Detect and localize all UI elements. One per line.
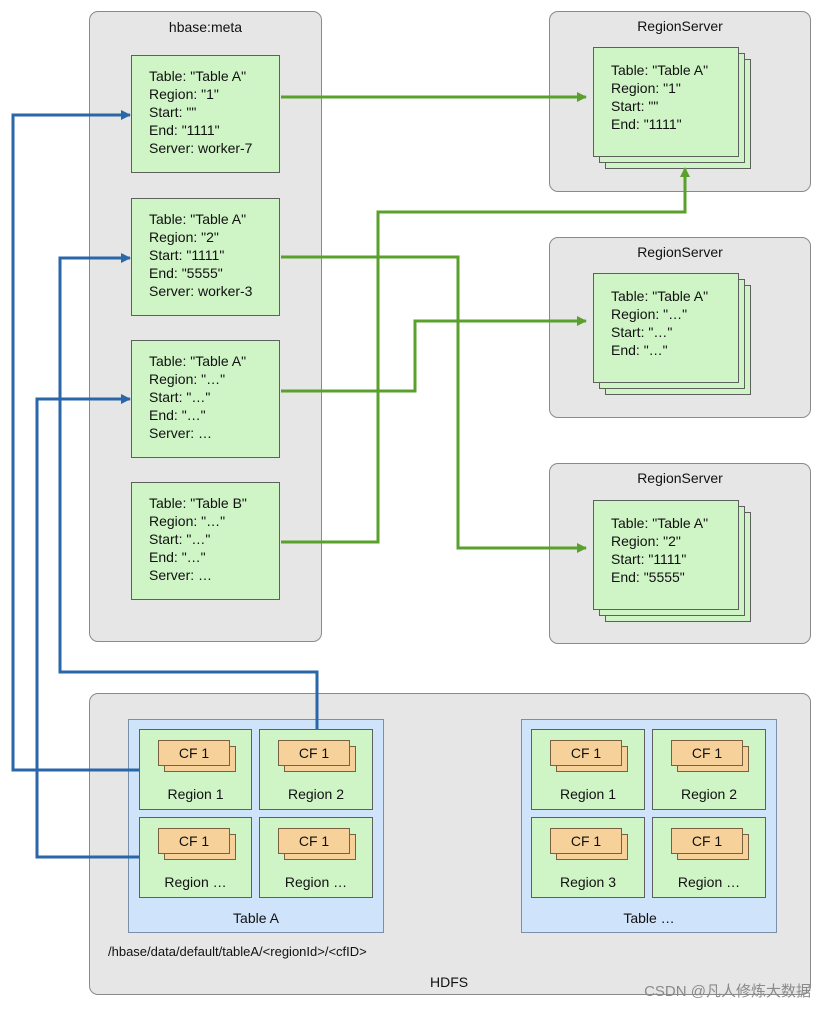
rs-region: Region: "1" <box>611 80 681 96</box>
region-server-2-regions: Table: "Table A" Region: "…" Start: "…" … <box>593 273 763 397</box>
meta-entry-4: Table: "Table B" Region: "…" Start: "…" … <box>131 482 280 600</box>
meta-entry-start: Start: "1111" <box>149 247 225 263</box>
hdfs-path: /hbase/data/default/tableA/<regionId>/<c… <box>108 944 367 959</box>
hdfs-region-cell: CF 1 Region 2 <box>652 729 766 810</box>
meta-entry-end: End: "…" <box>149 407 206 423</box>
cf-label: CF 1 <box>178 745 210 761</box>
rs-table: Table: "Table A" <box>611 62 709 78</box>
arrow-meta2-to-rs3 <box>281 255 587 553</box>
cf-stack: CF 1 <box>278 828 360 860</box>
region-label: Region 2 <box>680 786 738 802</box>
arrow-meta4-to-rs1 <box>281 167 690 544</box>
arrow-hdfs-region1-to-meta1 <box>11 110 139 772</box>
meta-entry-2: Table: "Table A" Region: "2" Start: "111… <box>131 198 280 316</box>
rs-start: Start: "…" <box>611 324 673 340</box>
cf-label: CF 1 <box>691 833 723 849</box>
region-label: Region … <box>164 874 227 890</box>
region-label: Region 1 <box>559 786 617 802</box>
table-label: Table … <box>623 910 675 926</box>
rs-table: Table: "Table A" <box>611 288 709 304</box>
cf-label: CF 1 <box>298 833 330 849</box>
region-server-1-regions: Table: "Table A" Region: "1" Start: "" E… <box>593 47 763 171</box>
region-label: Region … <box>677 874 741 890</box>
meta-entry-end: End: "5555" <box>149 265 223 281</box>
hdfs-region-cell: CF 1 Region … <box>652 817 766 898</box>
cf-stack: CF 1 <box>671 740 753 772</box>
meta-entry-table: Table: "Table A" <box>149 353 247 369</box>
meta-entry-region: Region: "…" <box>149 513 226 529</box>
region-sheet <box>593 47 739 157</box>
hdfs-region-cell: CF 1 Region 1 <box>531 729 645 810</box>
meta-entry-3: Table: "Table A" Region: "…" Start: "…" … <box>131 340 280 458</box>
cf-label: CF 1 <box>570 833 602 849</box>
hdfs-region-cell: CF 1 Region 1 <box>139 729 252 810</box>
meta-entry-end: End: "…" <box>149 549 206 565</box>
meta-entry-start: Start: "" <box>149 104 197 120</box>
region-label: Region … <box>284 874 348 890</box>
meta-entry-table: Table: "Table B" <box>149 495 247 511</box>
cf-stack: CF 1 <box>550 740 632 772</box>
meta-entry-table: Table: "Table A" <box>149 211 247 227</box>
meta-entry-1: Table: "Table A" Region: "1" Start: "" E… <box>131 55 280 173</box>
region-server-3-text: Table: "Table A" Region: "2" Start: "111… <box>611 514 708 586</box>
region-sheet <box>593 500 739 610</box>
watermark: CSDN @凡人修炼大数据 <box>644 983 811 1000</box>
rs-end: End: "…" <box>611 342 668 358</box>
rs-region: Region: "…" <box>611 306 688 322</box>
cf-label: CF 1 <box>298 745 330 761</box>
meta-entry-region: Region: "…" <box>149 371 226 387</box>
cf-label: CF 1 <box>178 833 210 849</box>
meta-entry-server: Server: … <box>149 567 213 583</box>
meta-entry-end: End: "1111" <box>149 122 220 138</box>
cf-stack: CF 1 <box>671 828 753 860</box>
cf-stack: CF 1 <box>550 828 632 860</box>
cf-stack: CF 1 <box>158 828 240 860</box>
rs-start: Start: "1111" <box>611 551 687 567</box>
meta-entry-region: Region: "1" <box>149 86 219 102</box>
region-sheet <box>593 273 739 383</box>
rs-end: End: "5555" <box>611 569 685 585</box>
region-server-title: RegionServer <box>637 244 723 260</box>
region-server-3-regions: Table: "Table A" Region: "2" Start: "111… <box>593 500 763 624</box>
meta-entry-server: Server: … <box>149 425 213 441</box>
region-label: Region 1 <box>167 786 224 802</box>
cf-label: CF 1 <box>570 745 602 761</box>
arrow-meta3-to-rs2 <box>281 316 587 393</box>
meta-entry-region: Region: "2" <box>149 229 219 245</box>
region-server-title: RegionServer <box>637 18 723 34</box>
rs-table: Table: "Table A" <box>611 515 709 531</box>
hdfs-region-cell: CF 1 Region 3 <box>531 817 645 898</box>
rs-end: End: "1111" <box>611 116 682 132</box>
hdfs-region-cell: CF 1 Region 2 <box>259 729 373 810</box>
region-server-1-text: Table: "Table A" Region: "1" Start: "" E… <box>611 61 708 133</box>
rs-start: Start: "" <box>611 98 659 114</box>
cf-label: CF 1 <box>691 745 723 761</box>
hdfs-title: HDFS <box>430 974 469 990</box>
region-server-2-text: Table: "Table A" Region: "…" Start: "…" … <box>611 287 708 359</box>
region-label: Region 3 <box>559 874 617 890</box>
hdfs-region-cell: CF 1 Region … <box>259 817 373 898</box>
meta-entry-table: Table: "Table A" <box>149 68 247 84</box>
meta-entry-start: Start: "…" <box>149 389 211 405</box>
rs-region: Region: "2" <box>611 533 681 549</box>
meta-entry-server: Server: worker-3 <box>149 283 253 299</box>
cf-stack: CF 1 <box>158 740 240 772</box>
meta-entry-start: Start: "…" <box>149 531 211 547</box>
meta-entry-server: Server: worker-7 <box>149 140 253 156</box>
arrow-hdfs-region3-to-meta3 <box>35 394 139 859</box>
hbase-meta-title: hbase:meta <box>168 19 243 35</box>
region-label: Region 2 <box>287 786 345 802</box>
hdfs-region-cell: CF 1 Region … <box>139 817 252 898</box>
cf-stack: CF 1 <box>278 740 360 772</box>
table-label: Table A <box>233 910 279 926</box>
arrow-hdfs-region2-to-meta2 <box>58 253 319 729</box>
region-server-title: RegionServer <box>637 470 723 486</box>
